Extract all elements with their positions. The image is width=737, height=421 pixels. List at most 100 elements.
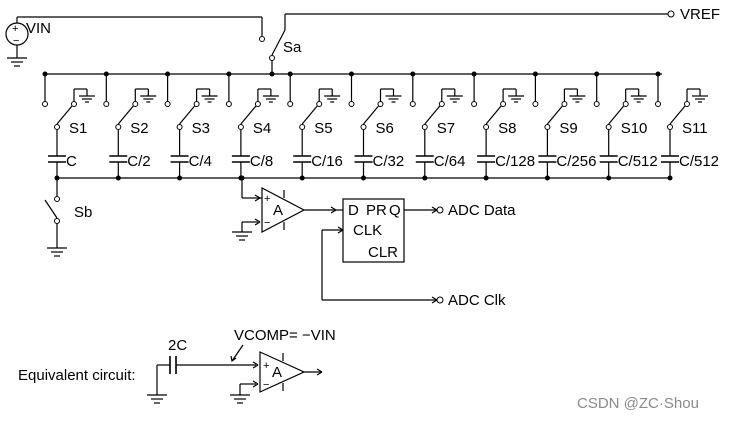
switch-gnd-contact [622,101,629,107]
switch-ref-contact [348,101,355,107]
ff-d: D [348,202,359,219]
switch-blade [117,105,134,125]
switch-blade [424,105,441,125]
eq-amp-minus: − [263,379,269,391]
switch-blade [240,105,257,125]
switch-gnd-contact [438,101,445,107]
switch-blade [56,105,73,125]
bus-junction [287,71,293,77]
switch-label: S1 [69,120,87,137]
switch-label: S6 [376,120,394,137]
switch-label: S10 [621,120,648,137]
capacitor-label: C/16 [311,153,343,170]
eq-amp-plus: + [263,360,269,372]
switch-blade [608,105,625,125]
vref-label: VREF [680,6,720,23]
capacitor-label: C/2 [127,153,150,170]
equiv-label: Equivalent circuit: [18,367,136,384]
capacitor-label: C/512 [679,153,719,170]
adc-clk-label: ADC Clk [448,292,506,309]
bus-junction [42,71,48,77]
switch-pivot [421,124,428,130]
switch-blade [546,105,563,125]
switch-pivot [544,124,551,130]
switch-sa [259,29,286,74]
bus-junction [410,71,416,77]
amp-plus: + [264,193,270,205]
switch-ref-contact [532,101,539,107]
switch-sb [44,178,67,257]
switch-ref-contact [593,101,600,107]
sb-label: Sb [74,204,92,221]
switch-ref-contact [409,101,416,107]
adc-data-label: ADC Data [448,202,516,219]
ff-prq: PR [366,202,387,219]
bus-junction [349,71,354,77]
bus-junction [226,71,232,77]
ff-clk: CLK [353,222,382,239]
switch-ref-contact [42,101,48,107]
bus-junction [532,71,538,77]
switch-label: S11 [682,120,708,137]
ff-q: Q [389,202,401,219]
capacitor-label: C/512 [618,153,658,170]
switch-gnd-contact [684,101,690,107]
capacitor-label: C/8 [250,153,273,170]
switch-gnd-contact [561,101,568,107]
comparator-amp [232,175,337,241]
switch-ref-contact [164,101,171,107]
switch-label: S9 [559,120,577,137]
switch-pivot [299,124,306,130]
switch-ref-contact [471,101,478,107]
switch-label: S5 [314,120,332,137]
bus-junction [165,71,171,77]
switch-ref-contact [287,101,294,107]
switch-gnd-contact [500,101,507,107]
switch-blade [363,105,379,125]
bus-junction [103,71,109,77]
switch-pivot [54,124,60,130]
amp-minus: − [264,217,270,229]
switch-label: S8 [498,120,516,137]
switch-label: S2 [130,120,148,137]
switch-pivot [115,124,122,130]
bus-junction [655,71,661,77]
d-flip-flop [321,198,444,304]
watermark: CSDN @ZC·Shou [577,395,699,412]
amp-label: A [273,202,283,219]
switch-gnd-contact [316,101,323,107]
switch-capacitor-array: S1CS2C/2S3C/4S4C/8S5C/16S6C/32S7C/64S8C/… [42,71,719,181]
switch-ref-contact [655,101,661,107]
switch-pivot [237,124,244,130]
svg-text:+: + [12,23,18,35]
ff-clr: CLR [368,244,398,261]
capacitor-label: C/64 [434,153,466,170]
switch-blade [179,105,196,125]
capacitor-label: C/128 [495,153,535,170]
vref-terminal [667,10,675,18]
switch-blade [301,105,318,125]
switch-gnd-contact [254,101,261,107]
switch-gnd-contact [193,101,200,107]
vin-label: VIN [26,20,51,37]
switch-blade [669,105,686,125]
switch-pivot [176,124,183,130]
cap-2c-label: 2C [168,337,187,354]
vcomp-label: VCOMP= −VIN [234,327,336,344]
equivalent-circuit [147,344,323,404]
switch-ref-contact [103,101,110,107]
switch-gnd-contact [377,101,384,107]
switch-gnd-contact [132,101,139,107]
capacitor-label: C/32 [373,153,405,170]
switch-pivot [667,124,673,130]
switch-gnd-contact [71,101,77,107]
capacitor-label: C/4 [189,153,212,170]
switch-label: S3 [192,120,210,137]
vin-source: + − [5,16,29,67]
capacitor-label: C/256 [556,153,596,170]
switch-pivot [605,124,612,130]
bus-junction [594,71,600,77]
sa-label: Sa [283,39,302,56]
switch-blade [485,105,502,125]
